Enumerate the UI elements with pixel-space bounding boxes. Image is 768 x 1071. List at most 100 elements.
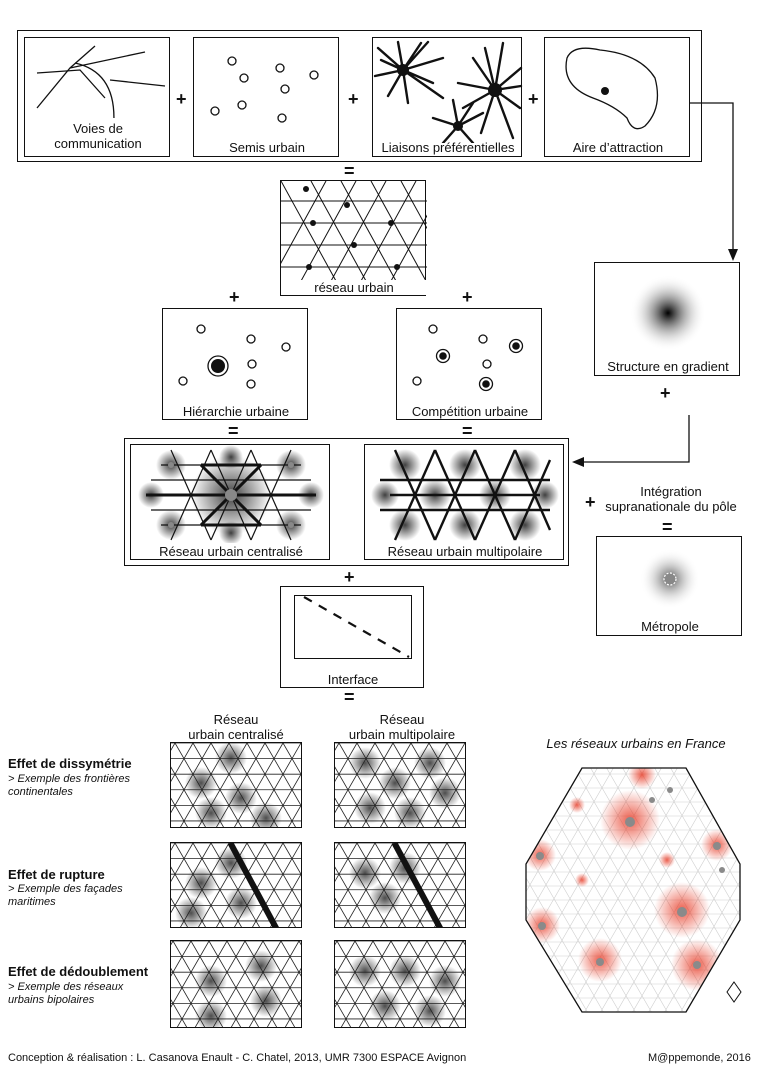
urban-halo — [569, 797, 585, 813]
urban-halo — [704, 777, 720, 793]
plus-8: + — [344, 567, 355, 587]
urban-halo — [575, 873, 589, 887]
urban-node — [667, 787, 673, 793]
multipolar-label: Réseau urbain multipolaire — [387, 544, 543, 559]
plus-6: + — [660, 383, 671, 403]
effect-panel-graphic-5 — [171, 941, 301, 1027]
metropole-graphic — [640, 549, 700, 609]
multipolar-box: Réseau urbain multipolaire — [364, 444, 564, 560]
gradient-graphic — [630, 275, 706, 351]
gradient-label: Structure en gradient — [607, 359, 729, 374]
france-title: Les réseaux urbains en France — [546, 736, 726, 751]
coastline — [227, 843, 279, 927]
effect-blob — [349, 857, 381, 889]
urban-node — [596, 958, 604, 966]
effect-panel-graphic-1 — [171, 743, 301, 827]
gradient-box: Structure en gradient — [594, 262, 740, 376]
urban-node — [649, 797, 655, 803]
urban-node — [719, 867, 725, 873]
attraction-label: Aire d’attraction — [572, 140, 664, 155]
effect-panel-6 — [334, 940, 466, 1028]
effect-panel-graphic-6 — [335, 941, 465, 1027]
plus-3: + — [528, 89, 539, 109]
roads-box: Voies de communication — [24, 37, 170, 157]
equals-4: = — [662, 517, 673, 537]
effect-1-title: Effet de dissymétrie — [8, 756, 132, 771]
effect-blob — [349, 955, 381, 987]
cities-box: Semis urbain — [193, 37, 339, 157]
urban-node — [677, 907, 687, 917]
effect-blob — [225, 887, 257, 919]
cities-graphic — [210, 56, 319, 123]
hexagon-outline — [525, 767, 741, 1013]
centralized-box: Réseau urbain centralisé — [130, 444, 330, 560]
interface-frame — [294, 595, 412, 659]
cities-label: Semis urbain — [229, 140, 305, 155]
plus-2: + — [348, 89, 359, 109]
effect-blob — [185, 867, 217, 899]
col-header-centralized: Réseau urbain centralisé — [188, 712, 284, 742]
hierarchy-graphic — [178, 324, 291, 389]
plus-1: + — [176, 89, 187, 109]
competition-box: Compétition urbaine — [396, 308, 542, 420]
network-graphic — [281, 181, 427, 281]
effect-blob — [369, 990, 401, 1022]
source: M@ppemonde, 2016 — [648, 1052, 751, 1064]
urban-node — [693, 961, 701, 969]
links-label: Liaisons préférentielles — [381, 140, 515, 155]
competition-label: Compétition urbaine — [411, 404, 529, 419]
coastline — [391, 843, 443, 927]
equals-1: = — [344, 161, 355, 181]
effect-3-subtitle: > Exemple des réseaux urbains bipolaires — [8, 981, 124, 1006]
urban-node — [536, 852, 544, 860]
effect-blob — [369, 882, 401, 914]
effect-blob — [245, 950, 277, 982]
urban-node — [538, 922, 546, 930]
network-label: réseau urbain — [281, 280, 427, 295]
effect-2-title: Effet de rupture — [8, 867, 105, 882]
urban-halo — [659, 852, 675, 868]
attraction-box: Aire d’attraction — [544, 37, 690, 157]
interface-label: Interface — [327, 672, 379, 687]
attraction-graphic — [565, 47, 659, 130]
credits: Conception & réalisation : L. Casanova E… — [8, 1052, 467, 1064]
equals-2: = — [228, 421, 239, 441]
metropole-label: Métropole — [641, 619, 699, 634]
effect-panel-graphic-4 — [335, 843, 465, 927]
arrow-to-gradient — [690, 102, 738, 261]
competition-graphic — [412, 324, 524, 392]
plus-7: + — [585, 492, 596, 512]
effect-blob — [195, 797, 227, 827]
plus-5: + — [462, 287, 473, 307]
interface-line — [303, 596, 410, 658]
effect-panel-2 — [334, 742, 466, 828]
arrow-to-networks — [572, 415, 690, 467]
urban-node — [625, 817, 635, 827]
integration-label: Intégration supranationale du pôle — [605, 484, 737, 514]
network-box: réseau urbain — [280, 180, 427, 296]
equals-5: = — [344, 687, 355, 707]
col-header-multipolar: Réseau urbain multipolaire — [348, 712, 456, 742]
urban-halo — [628, 768, 656, 789]
effect-blob — [185, 767, 217, 799]
effect-panel-graphic-2 — [335, 743, 465, 827]
effect-panel-1 — [170, 742, 302, 828]
centralized-label: Réseau urbain centralisé — [159, 544, 303, 559]
interface-box: Interface — [280, 586, 424, 688]
links-box: Liaisons préférentielles — [372, 37, 523, 157]
france-map — [525, 767, 742, 1013]
plus-4: + — [229, 287, 240, 307]
effect-panel-4 — [334, 842, 466, 928]
urban-node — [713, 842, 721, 850]
effect-panel-5 — [170, 940, 302, 1028]
effect-blob — [225, 782, 257, 814]
centralized-graphic — [138, 445, 324, 543]
effect-blob — [195, 1000, 227, 1027]
effect-blob — [250, 985, 282, 1017]
effect-blob — [414, 995, 446, 1027]
hierarchy-label: Hiérarchie urbaine — [182, 404, 290, 419]
metropole-box: Métropole — [596, 536, 742, 636]
multipolar-graphic — [371, 449, 559, 541]
links-graphic — [373, 40, 523, 143]
corsica-diamond — [726, 981, 742, 1003]
